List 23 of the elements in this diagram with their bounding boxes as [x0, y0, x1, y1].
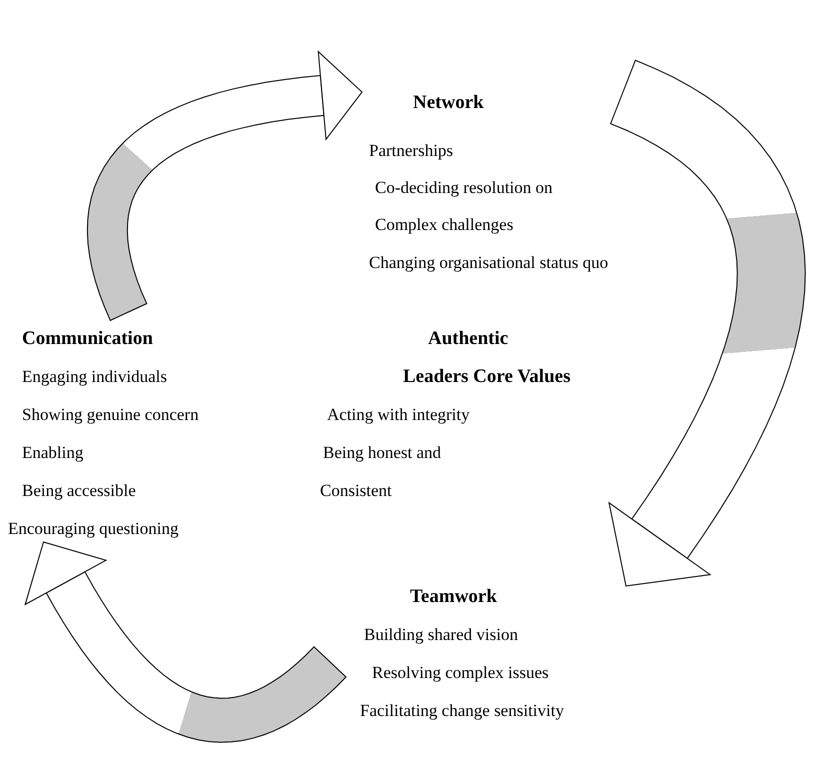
list-item: Changing organisational status quo	[369, 252, 608, 274]
group-heading: Communication	[22, 328, 153, 350]
list-item: Acting with integrity	[327, 404, 470, 426]
list-item: Partnerships	[369, 140, 454, 162]
list-item: Building shared vision	[364, 624, 518, 646]
list-item: Being honest and	[323, 442, 442, 464]
list-item: Enabling	[22, 442, 84, 464]
list-item: Encouraging questioning	[8, 518, 178, 540]
list-item: Engaging individuals	[22, 366, 167, 388]
list-item: Being accessible	[22, 480, 136, 502]
group-heading: Network	[413, 92, 484, 114]
group-heading: Authentic	[428, 328, 508, 350]
list-item: Showing genuine concern	[22, 404, 199, 426]
list-item: Resolving complex issues	[372, 662, 549, 684]
group-heading: Teamwork	[410, 586, 497, 608]
curved-block-arrow	[608, 60, 806, 586]
curved-block-arrow	[86, 51, 362, 321]
list-item: Consistent	[320, 480, 392, 502]
list-item: Facilitating change sensitivity	[360, 700, 564, 722]
group-heading: Leaders Core Values	[403, 366, 570, 388]
curved-block-arrow	[24, 542, 346, 743]
list-item: Complex challenges	[375, 214, 514, 236]
list-item: Co-deciding resolution on	[375, 177, 553, 199]
